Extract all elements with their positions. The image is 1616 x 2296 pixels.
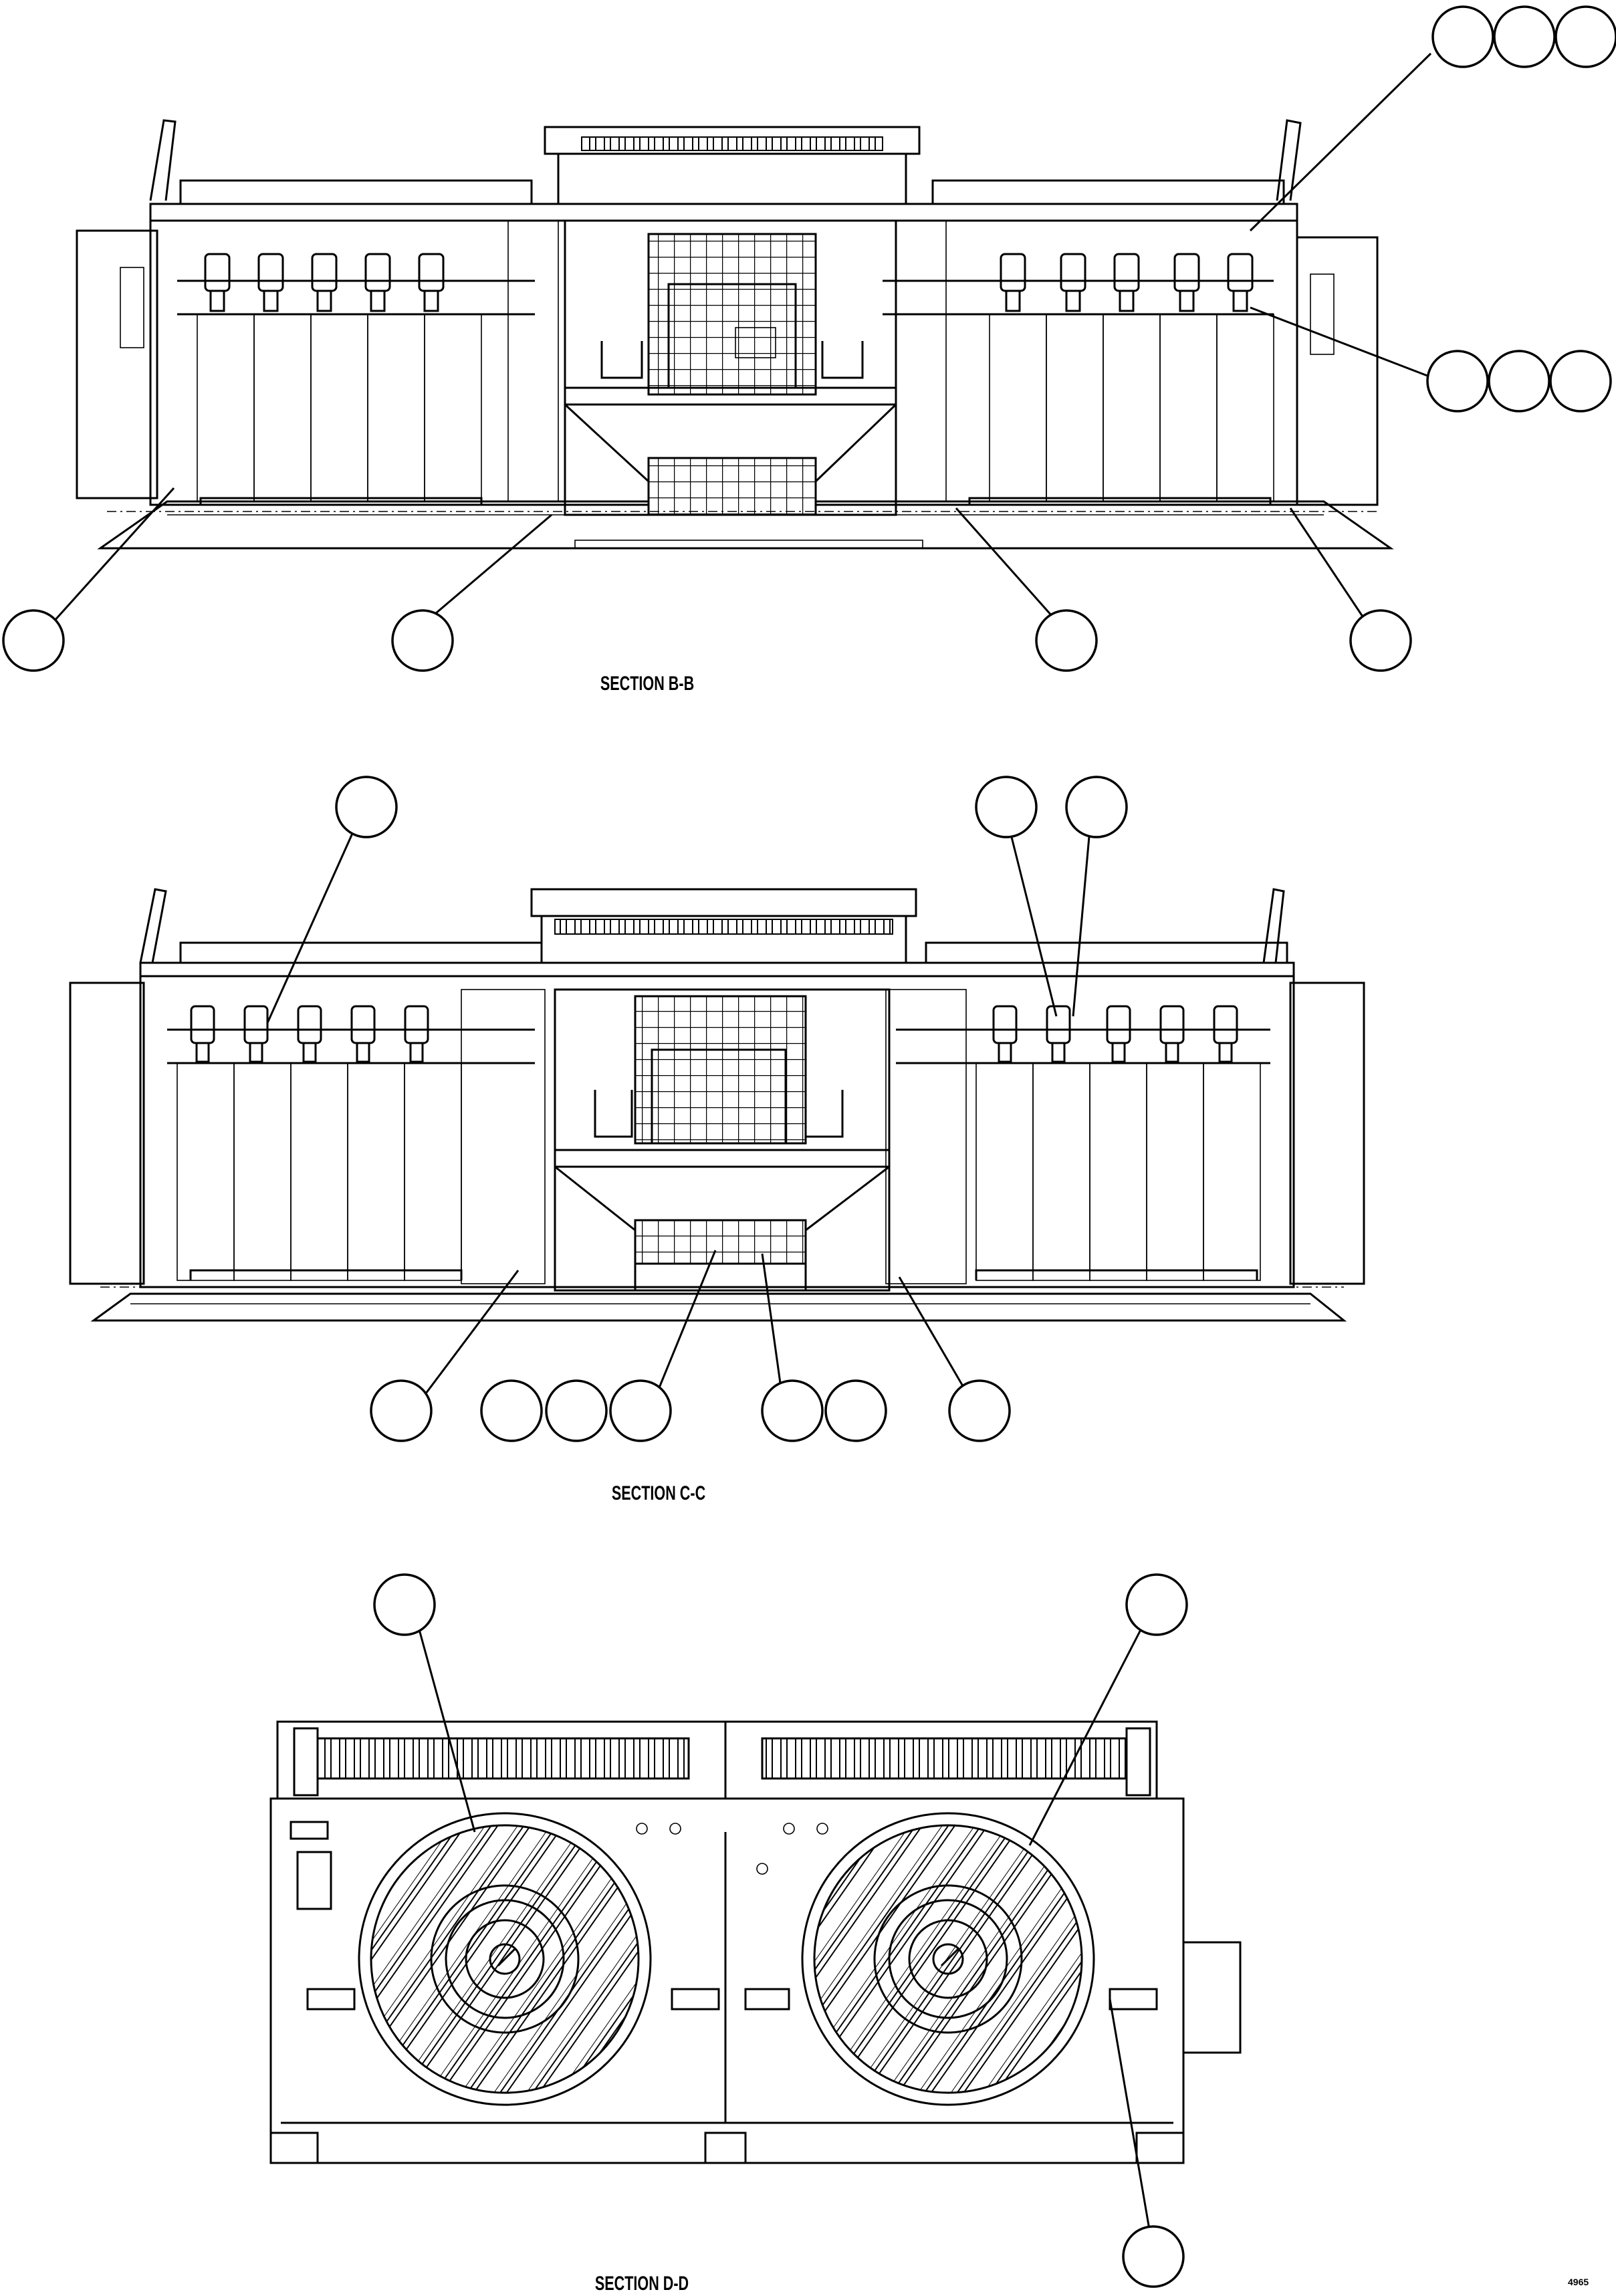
capacitor-bank-right — [989, 314, 1274, 502]
fuse-row-left-c — [190, 1005, 429, 1063]
section-d-d-view — [269, 1720, 1242, 2164]
cooling-fan-left — [358, 1812, 652, 2106]
fuse-row-right-c — [992, 1005, 1238, 1063]
drawing-code: 4965 — [1568, 2277, 1589, 2287]
item-balloons — [2, 5, 1616, 2288]
section-b-b-caption: SECTION B-B — [600, 671, 694, 694]
capacitor-bank-left-c — [177, 1062, 462, 1281]
section-c-c-caption: SECTION C-C — [612, 1481, 705, 1504]
leader-lines — [52, 52, 1432, 2234]
fuse-row-right — [1000, 253, 1254, 312]
section-b-b-view — [76, 119, 1394, 550]
fuse-row-left — [204, 253, 445, 312]
section-c-c-view — [69, 888, 1365, 1322]
section-d-d-caption: SECTION D-D — [595, 2271, 689, 2294]
capacitor-bank-left — [197, 314, 482, 502]
cooling-fan-right — [801, 1812, 1095, 2106]
capacitor-bank-right-c — [975, 1062, 1261, 1281]
